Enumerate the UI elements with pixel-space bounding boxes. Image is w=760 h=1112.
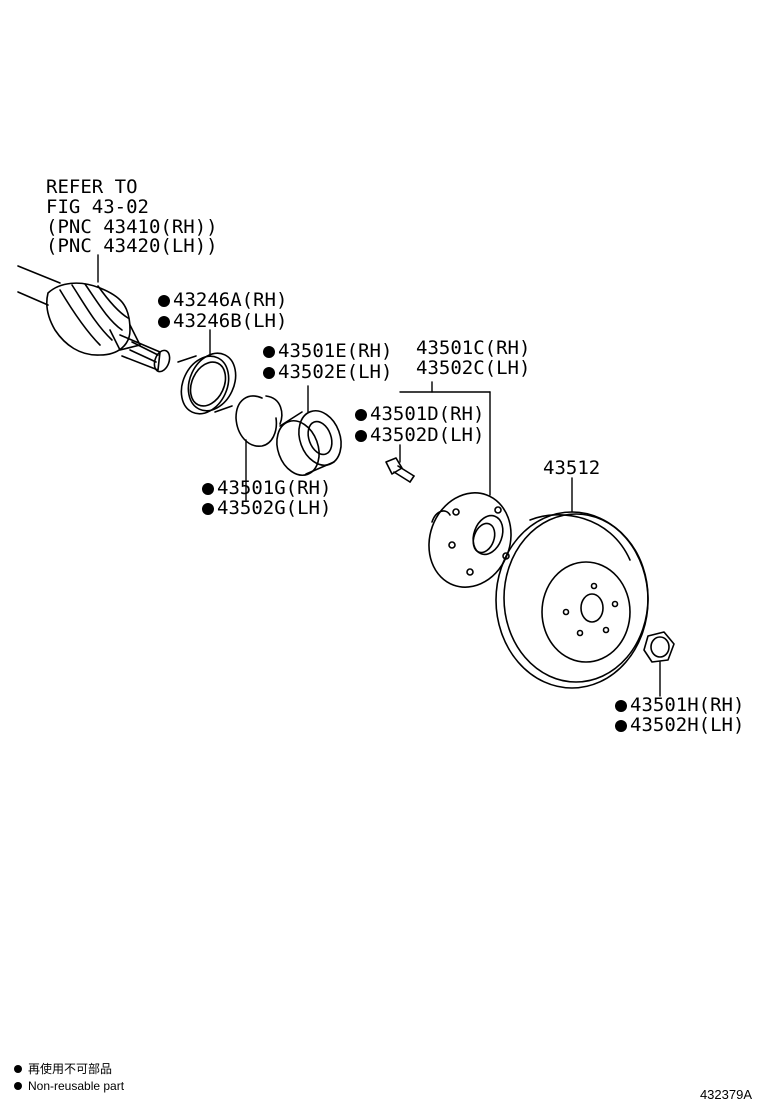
callout-hub-bearing-rh: 43501E(RH) — [263, 341, 392, 361]
callout-snap-ring-lh: 43502G(LH) — [202, 498, 331, 518]
hub-nut-illustration — [643, 631, 675, 663]
legend-english: Non-reusable part — [14, 1078, 124, 1094]
non-reusable-bullet-icon — [615, 720, 627, 732]
legend-bullet-icon — [14, 1065, 22, 1073]
non-reusable-bullet-icon — [263, 367, 275, 379]
callout-hub-assy-rh: 43501C(RH) — [416, 337, 531, 359]
non-reusable-bullet-icon — [263, 346, 275, 358]
callout-bearing-cover-rh: 43246A(RH) — [158, 290, 287, 310]
figure-id: 432379A — [699, 1087, 752, 1102]
hub-bolt-illustration — [385, 457, 415, 483]
brake-disc-illustration — [495, 511, 649, 689]
non-reusable-bullet-icon — [202, 483, 214, 495]
leader-lines — [97, 254, 661, 697]
snap-ring-illustration — [235, 395, 283, 447]
axle-hub-illustration — [428, 492, 512, 588]
drive-shaft-illustration — [17, 265, 171, 373]
callout-driveshaft-line-3: (PNC 43410(RH)) — [46, 216, 218, 238]
callout-hub-bearing-lh: 43502E(LH) — [263, 362, 392, 382]
non-reusable-bullet-icon — [355, 409, 367, 421]
callout-brake-disc: 43512 — [543, 457, 601, 479]
legend-japanese: 再使用不可部品 — [14, 1061, 112, 1077]
non-reusable-bullet-icon — [158, 295, 170, 307]
callout-hub-bolt-rh: 43501D(RH) — [355, 404, 484, 424]
non-reusable-bullet-icon — [158, 316, 170, 328]
callout-driveshaft-line-2: FIG 43-02 — [46, 196, 149, 218]
callout-driveshaft-line-4: (PNC 43420(LH)) — [46, 235, 218, 257]
callout-hub-bolt-lh: 43502D(LH) — [355, 425, 484, 445]
callout-bearing-cover-lh: 43246B(LH) — [158, 311, 287, 331]
non-reusable-bullet-icon — [202, 503, 214, 515]
non-reusable-bullet-icon — [355, 430, 367, 442]
callout-nut-lh: 43502H(LH) — [615, 715, 744, 735]
hub-bearing-illustration — [276, 410, 342, 476]
callout-snap-ring-rh: 43501G(RH) — [202, 478, 331, 498]
callout-driveshaft-line-1: REFER TO — [46, 176, 138, 198]
legend-bullet-icon — [14, 1082, 22, 1090]
callout-hub-assy-lh: 43502C(LH) — [416, 357, 531, 379]
bearing-cover-ring-illustration — [177, 352, 237, 415]
non-reusable-bullet-icon — [615, 700, 627, 712]
callout-nut-rh: 43501H(RH) — [615, 695, 744, 715]
